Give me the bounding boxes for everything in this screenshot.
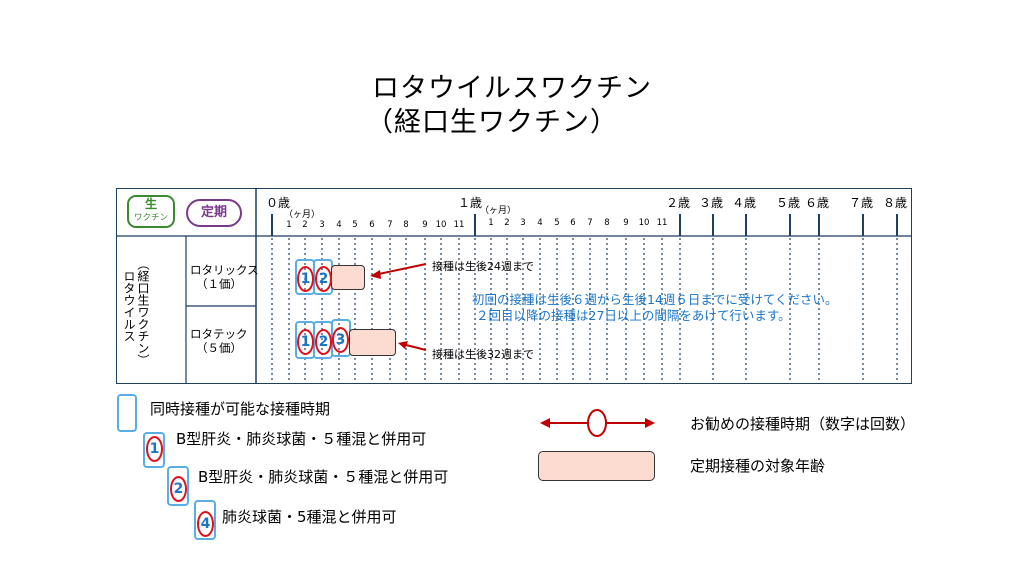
page-title-line1: ロタウイルスワクチン [372, 73, 652, 104]
dose-1-rotateq: 1 [297, 329, 314, 355]
rotateq-name: ロタテック [190, 327, 248, 341]
legend-simultaneous-text: 同時接種が可能な接種時期 [150, 400, 331, 418]
month0-tick-label: 10 [435, 220, 447, 230]
rotarix-name: ロタリックス [190, 263, 259, 277]
routine-badge: 定期 [186, 199, 242, 227]
age-tick-label: ８歳 [883, 196, 908, 210]
month-unit-a: （ヶ月） [284, 210, 321, 220]
routine-age-bar-rotarix [331, 265, 365, 290]
rotateq-note: 接種は生後32週まで [432, 348, 534, 361]
month0-tick-label: 8 [403, 220, 409, 230]
dose-2-rotarix: 2 [315, 266, 332, 292]
legend-combo2-text: B型肝炎・肺炎球菌・５種混と併用可 [198, 468, 449, 486]
routine-age-bar-rotateq [349, 329, 396, 356]
month1-tick-label: 2 [504, 218, 510, 228]
page-title-line2: （経口生ワクチン） [366, 107, 618, 138]
rotarix-valence: （１価） [196, 277, 242, 291]
legend-combo1-icon: 1 [146, 436, 163, 462]
month1-tick-label: 10 [638, 218, 650, 228]
month0-tick-label: 6 [369, 220, 375, 230]
month0-tick-label: 11 [453, 220, 465, 230]
month1-tick-label: 3 [520, 218, 526, 228]
age-tick-label: ２歳 [666, 196, 691, 210]
legend-combo4-icon: 4 [197, 511, 214, 537]
month-unit-b: （ヶ月） [480, 206, 517, 216]
age-0-label: ０歳 [266, 196, 291, 210]
age-tick-label: ７歳 [849, 196, 874, 210]
month1-tick-label: 5 [554, 218, 560, 228]
age-1-label: １歳 [458, 196, 483, 210]
age-tick-label: ４歳 [732, 196, 757, 210]
legend-simultaneous-box [117, 394, 137, 432]
rotateq-valence: （５価） [196, 341, 242, 355]
month0-tick-label: 1 [286, 220, 292, 230]
dose-2-rotateq: 2 [315, 329, 332, 355]
month0-tick-label: 9 [422, 220, 428, 230]
month1-tick-label: 9 [623, 218, 629, 228]
month0-tick-label: 3 [319, 220, 325, 230]
month0-tick-label: 2 [302, 220, 308, 230]
legend-combo1-box [143, 432, 165, 468]
age-tick-label: ３歳 [699, 196, 724, 210]
dose-3-rotateq: 3 [332, 327, 349, 353]
legend-combo1-text: B型肝炎・肺炎球菌・５種混と併用可 [176, 430, 427, 448]
live-vaccine-badge: 生 ワクチン [127, 195, 175, 228]
month1-tick-label: 6 [570, 218, 576, 228]
vaccine-category-sub: （経口生ワクチン） [136, 258, 150, 366]
age-tick-label: ６歳 [805, 196, 830, 210]
age-tick-label: ５歳 [776, 196, 801, 210]
legend-recommended-text: お勧めの接種時期（数字は回数） [690, 415, 916, 433]
legend-oval [587, 409, 607, 437]
month1-tick-label: 8 [604, 218, 610, 228]
legend-combo4-text: 肺炎球菌・5種混と併用可 [222, 508, 397, 526]
month1-tick-label: 7 [587, 218, 593, 228]
rotarix-note: 接種は生後24週まで [432, 260, 534, 273]
month1-tick-label: 4 [537, 218, 543, 228]
dose-1-rotarix: 1 [297, 266, 314, 292]
month1-tick-label: 1 [488, 218, 494, 228]
month0-tick-label: 7 [387, 220, 393, 230]
legend-combo2-icon: 2 [170, 476, 187, 502]
legend-routine-text: 定期接種の対象年齢 [690, 457, 826, 475]
month1-tick-label: 11 [656, 218, 668, 228]
schedule-note-2: ２回目以降の接種は27日以上の間隔をあけて行います。 [476, 308, 791, 323]
vaccine-row-header: （経口生ワクチン） [136, 258, 150, 366]
vaccine-category-name: ロタウイルス [122, 270, 136, 342]
month0-tick-label: 4 [336, 220, 342, 230]
month0-tick-label: 5 [352, 220, 358, 230]
legend-combo4-box [194, 500, 216, 540]
schedule-frame [116, 188, 912, 384]
legend-combo2-box [167, 466, 189, 506]
legend-routine-box [538, 451, 655, 481]
schedule-note-1: 初回の接種は生後６週から生後14週６日までに受けてください。 [472, 292, 838, 307]
arrow-rotarix [373, 263, 427, 276]
